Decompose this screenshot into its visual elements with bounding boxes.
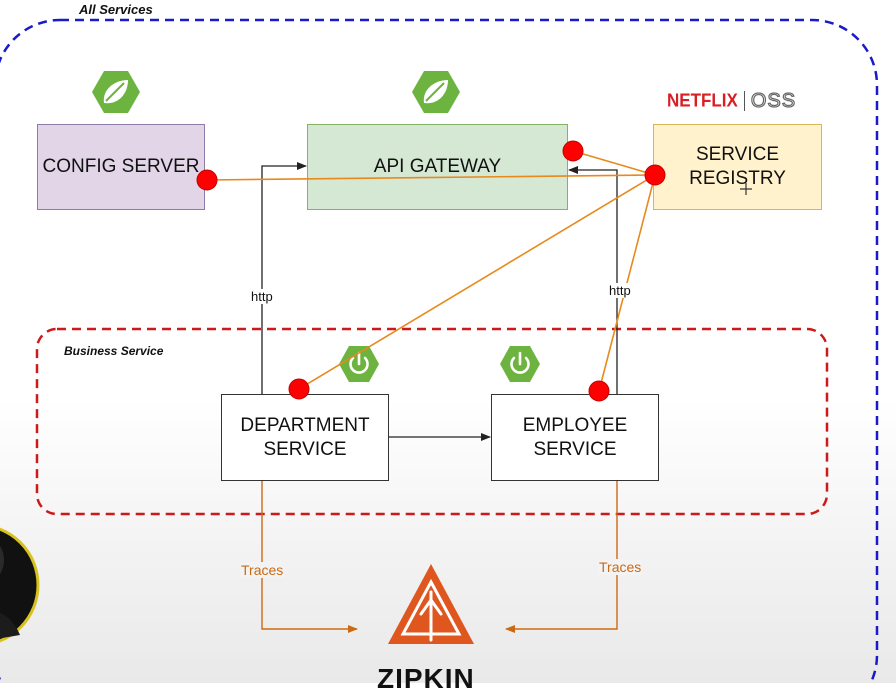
employee-service-node: EMPLOYEE SERVICE	[491, 394, 659, 481]
employee-to-gateway-http-connector	[568, 166, 618, 394]
all-services-group-label: All Services	[79, 2, 153, 17]
spring-leaf-icon	[412, 71, 460, 113]
http-left-label: http	[250, 289, 274, 304]
api-gateway-label: API GATEWAY	[373, 156, 502, 177]
api-gateway-node: API GATEWAY	[307, 124, 568, 210]
config-server-label: CONFIG SERVER	[42, 156, 200, 177]
netflix-oss-divider	[743, 91, 745, 111]
spring-boot-power-icon	[339, 346, 379, 382]
department-service-node: DEPARTMENT SERVICE	[221, 394, 389, 481]
department-traces-connector	[261, 481, 358, 633]
service-registry-node: SERVICE REGISTRY	[653, 124, 822, 210]
netflix-wordmark: NETFLIX	[667, 90, 738, 111]
traces-right-label: Traces	[598, 559, 643, 575]
department-to-gateway-http-connector	[261, 162, 307, 394]
service-registry-label: SERVICE REGISTRY	[689, 144, 786, 189]
employee-traces-connector	[505, 481, 618, 633]
config-server-node: CONFIG SERVER	[37, 124, 205, 210]
all-services-group-border	[0, 18, 879, 683]
employee-service-label: EMPLOYEE SERVICE	[522, 414, 628, 460]
spring-leaf-icon	[92, 71, 140, 113]
http-right-label: http	[608, 283, 632, 298]
spring-boot-power-icon	[500, 346, 540, 382]
netflix-oss-logo: NETFLIX OSS	[667, 89, 797, 112]
oss-wordmark: OSS	[750, 89, 797, 112]
department-service-label: DEPARTMENT SERVICE	[240, 414, 370, 460]
business-service-group-label: Business Service	[64, 344, 164, 358]
presenter-webcam-overlay	[0, 527, 40, 643]
zipkin-wordmark: ZIPKIN	[377, 663, 475, 694]
traces-left-label: Traces	[240, 562, 285, 578]
zipkin-logo-icon	[388, 564, 474, 644]
